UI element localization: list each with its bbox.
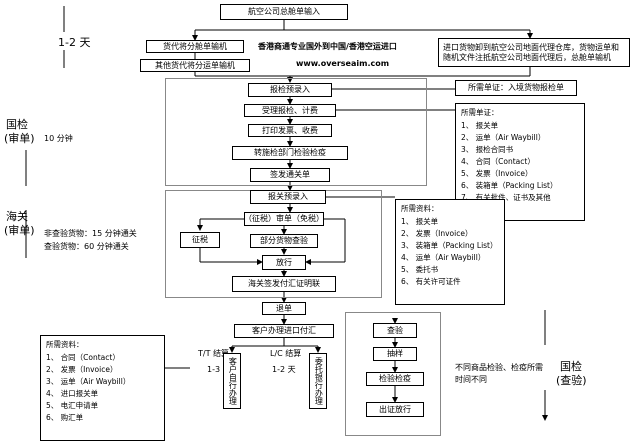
- diff-note-text: 不同商品检验、检疫所需时间不同: [455, 363, 543, 384]
- docs-note-3-item: 1、 报关单: [401, 217, 439, 226]
- docs-note-4-item: 2、 发票（Invoice）: [46, 365, 118, 374]
- lc-box: 委托银行办理: [309, 353, 327, 409]
- docs-note-3: 所需资料： 1、 报关单 2、 发票（Invoice） 3、 装箱单（Packi…: [395, 199, 505, 305]
- step-import-payment: 客户办理进口付汇: [234, 324, 334, 338]
- docs-note-2-item: 7、 有关批件、证书及其他: [461, 193, 551, 202]
- docs-note-4-item: 4、 进口报关单: [46, 389, 99, 398]
- docs-note-2-item: 6、 装箱单（Packing List）: [461, 181, 558, 190]
- step-review: （征税）审单（免税）: [244, 212, 324, 226]
- docs-note-3-item: 6、 有关许可证件: [401, 277, 461, 286]
- step-accept-billing: 受理报检、计费: [244, 104, 336, 117]
- docs-note-3-item: 5、 委托书: [401, 265, 439, 274]
- step-check: 查验: [373, 323, 417, 338]
- docs-note-2-item: 2、 运单（Air Waybill）: [461, 133, 546, 142]
- tt-label: T/T 结算: [198, 349, 230, 358]
- inspection-sub: (审单): [4, 132, 35, 145]
- docs-note-3-item: 4、 运单（Air Waybill）: [401, 253, 486, 262]
- step-issue-clearance: 签发通关单: [250, 168, 330, 182]
- step-sampling: 抽样: [373, 347, 417, 361]
- docs-note-2-item: 5、 发票（Invoice）: [461, 169, 533, 178]
- docs-note-4-item: 3、 运单（Air Waybill）: [46, 377, 131, 386]
- quarantine-label: 国检: [560, 360, 582, 373]
- docs-note-4-item: 6、 购汇单: [46, 413, 84, 422]
- step-quarantine-test: 检验检疫: [366, 372, 424, 386]
- docs-note-2-item: 3、 报检合同书: [461, 145, 514, 154]
- tt-box: 客户自行办理: [223, 353, 241, 409]
- docs-note-2-item: 4、 合同（Contact）: [461, 157, 535, 166]
- docs-note-4-item: 5、 电汇申请单: [46, 401, 99, 410]
- customs-label: 海关: [6, 210, 28, 223]
- step-transfer-inspection: 转施检部门检验检疫: [232, 146, 348, 160]
- inspection-label: 国检: [6, 118, 28, 131]
- docs-note-4: 所需资料： 1、 合同（Contact） 2、 发票（Invoice） 3、 运…: [40, 335, 165, 441]
- forwarder-split-box: 货代将分舱单输机: [146, 40, 244, 53]
- docs-note-3-title: 所需资料：: [401, 204, 439, 213]
- inspection-region: [165, 78, 427, 186]
- customs-time-a: 非查验货物：15 分钟通关: [44, 229, 137, 238]
- docs-note-4-item: 1、 合同（Contact）: [46, 353, 120, 362]
- step-release: 放行: [262, 255, 306, 270]
- right-top-note: 进口货物卸到航空公司地面代理仓库，货物运单和随机文件注抵航空公司地面代理后，总舱…: [438, 38, 630, 67]
- right-top-note-text: 进口货物卸到航空公司地面代理仓库，货物运单和随机文件注抵航空公司地面代理后，总舱…: [443, 43, 619, 62]
- step-partial-inspection: 部分货物查验: [250, 234, 318, 248]
- step-return: 退单: [262, 302, 306, 315]
- quarantine-region: [345, 312, 441, 436]
- docs-note-1: 所需单证：入境货物报检单: [455, 80, 577, 96]
- step-certificate-release: 出证放行: [366, 402, 424, 417]
- docs-note-2-title: 所需单证：: [461, 108, 499, 117]
- step-inspection-entry: 报检预录入: [248, 83, 332, 97]
- step-customs-entry: 报关预录入: [250, 190, 326, 204]
- lc-label: L/C 结算: [270, 349, 302, 358]
- other-forwarder-box: 其他货代将分运单输机: [140, 59, 250, 72]
- docs-note-4-title: 所需资料：: [46, 340, 84, 349]
- step-payment-certificate: 海关签发付汇证明联: [232, 276, 336, 292]
- customs-time-b: 查验货物：60 分钟通关: [44, 242, 129, 251]
- brand-title: 香港商通专业国外到中国/香港空运进口: [258, 42, 397, 51]
- tt-days: 1-3 天: [207, 365, 231, 374]
- lc-days: 1-2 天: [272, 365, 296, 374]
- time-1-2-days: 1-2 天: [58, 36, 91, 49]
- diff-note: 不同商品检验、检疫所需时间不同: [455, 362, 545, 386]
- inspection-time: 10 分钟: [44, 134, 73, 143]
- step-print-invoice: 打印发票、收费: [248, 124, 332, 137]
- brand-url: www.overseaim.com: [296, 59, 390, 68]
- customs-sub: (审单): [4, 224, 35, 237]
- docs-note-3-item: 3、 装箱单（Packing List）: [401, 241, 498, 250]
- docs-note-3-item: 2、 发票（Invoice）: [401, 229, 473, 238]
- quarantine-sub: (查验): [556, 374, 587, 387]
- step-tax: 征税: [180, 232, 220, 248]
- docs-note-2-item: 1、 报关单: [461, 121, 499, 130]
- top-manifest-box: 航空公司总舱单输入: [220, 4, 348, 20]
